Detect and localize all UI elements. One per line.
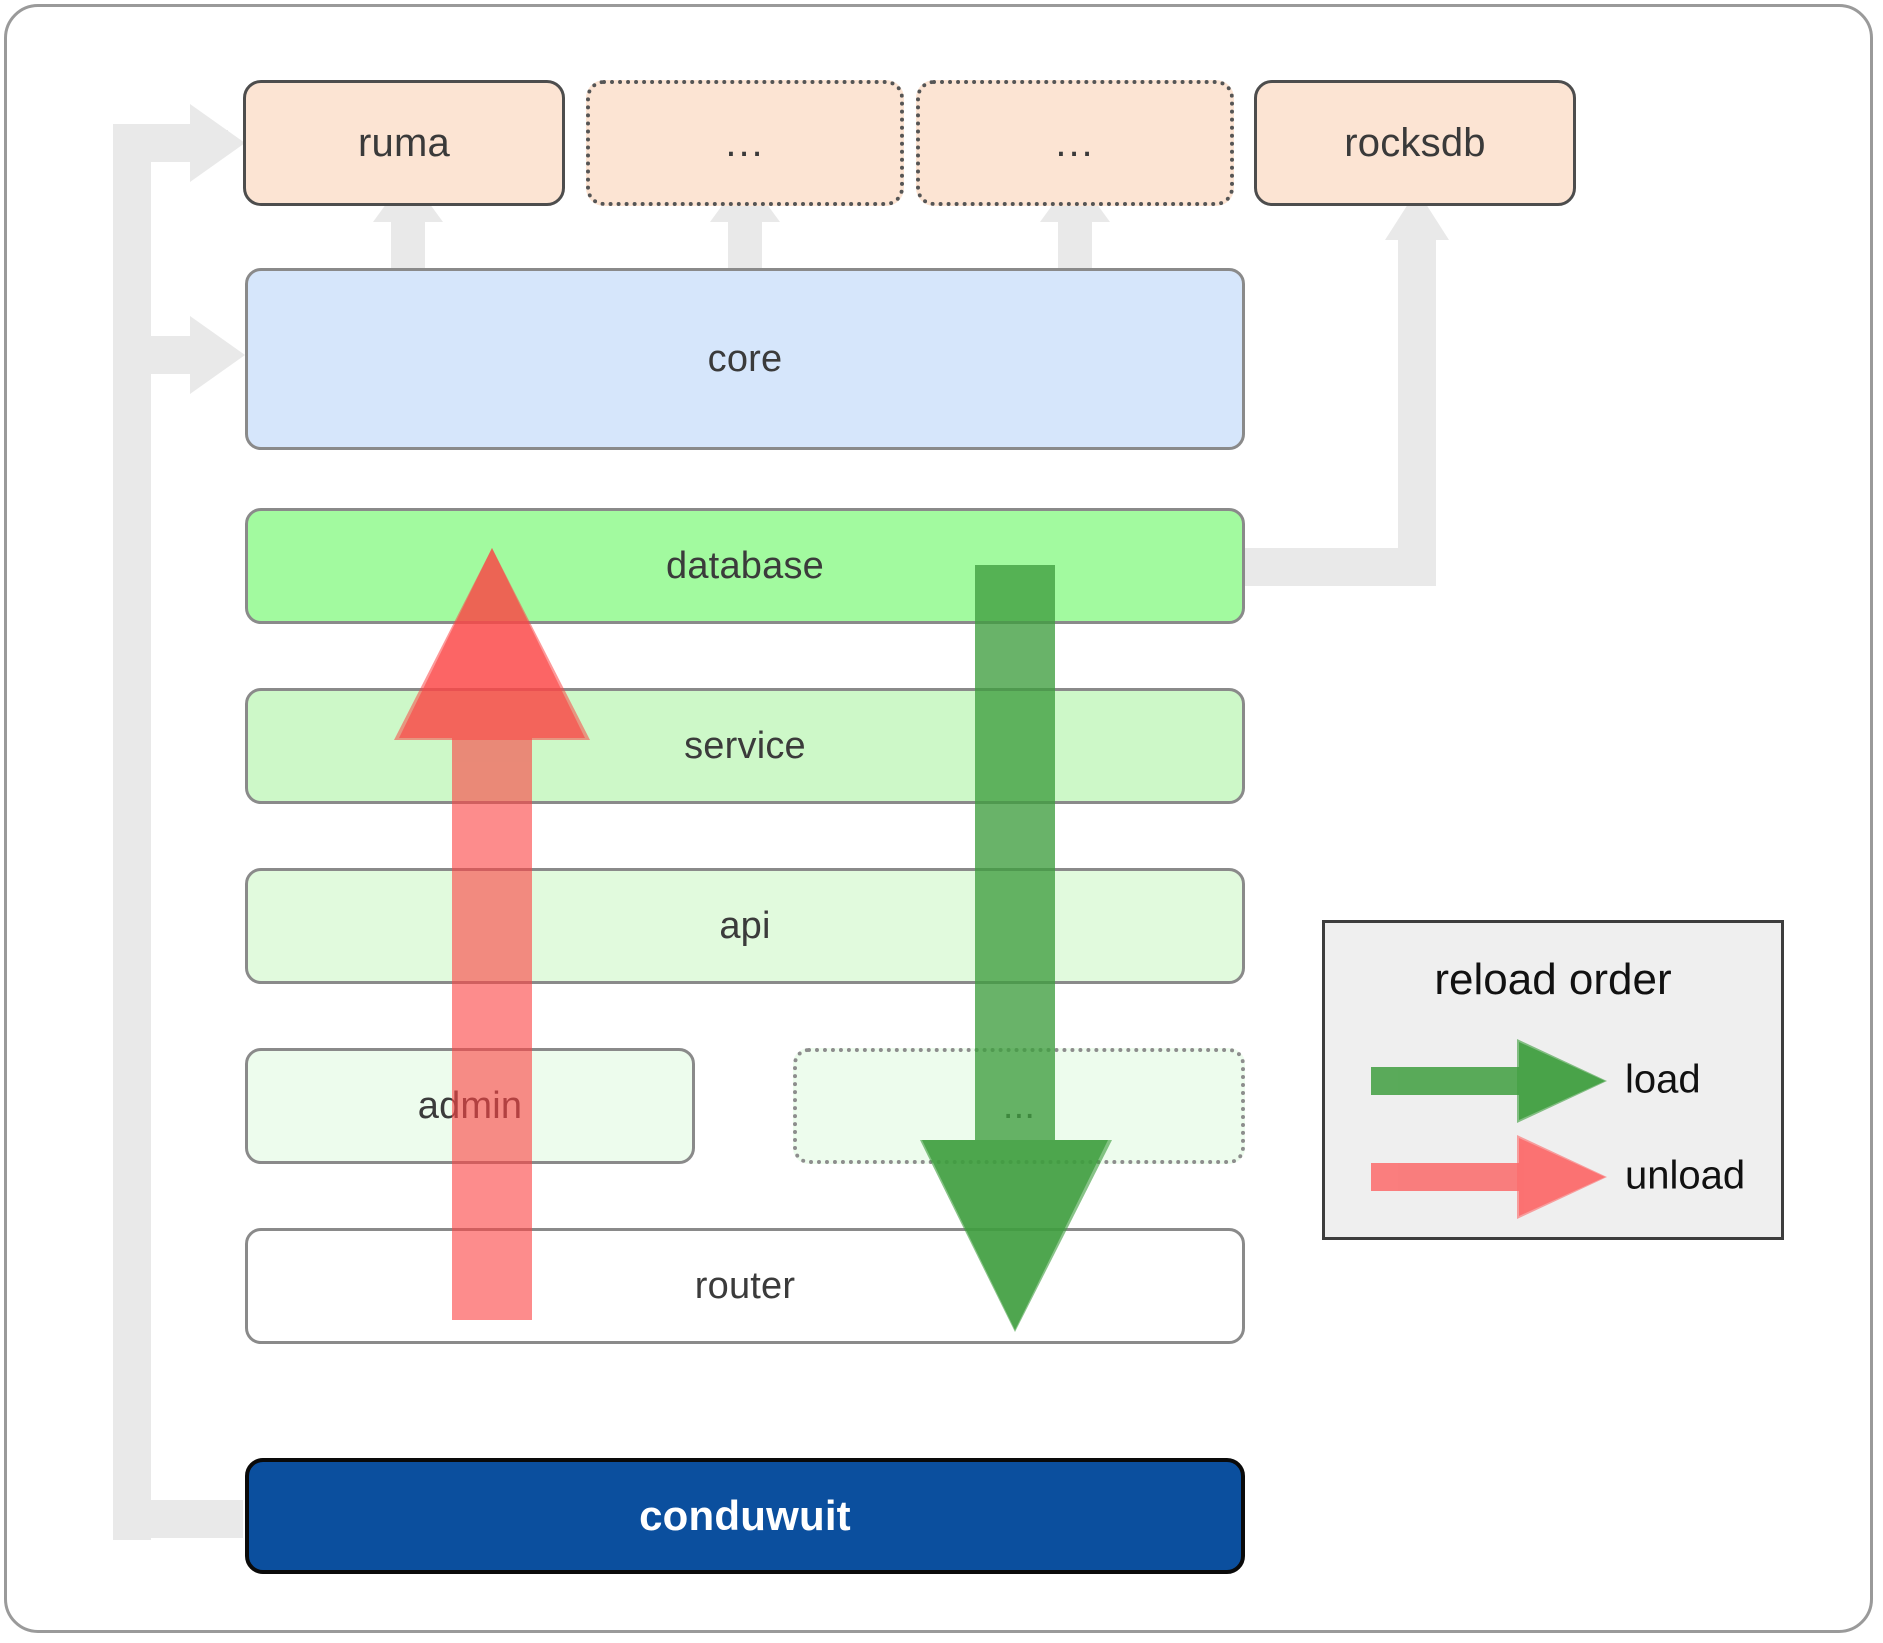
- diagram-frame: [4, 4, 1873, 1633]
- legend-item-load: load: [1325, 1039, 1787, 1123]
- root-label: conduwuit: [639, 1492, 851, 1539]
- legend-label-load: load: [1625, 1057, 1701, 1102]
- legend-label-unload: unload: [1625, 1153, 1746, 1198]
- layer-label: service: [684, 724, 806, 767]
- layer-box-ellipsis[interactable]: ...: [793, 1048, 1245, 1164]
- dependency-label: ...: [725, 120, 765, 165]
- layer-box-database[interactable]: database: [245, 508, 1245, 624]
- layer-box-admin[interactable]: admin: [245, 1048, 695, 1164]
- layer-label: router: [694, 1264, 796, 1307]
- legend-title: reload order: [1434, 955, 1672, 1004]
- dependency-label: ...: [1055, 120, 1095, 165]
- dependency-box-ellipsis-1[interactable]: ...: [586, 80, 904, 206]
- layer-box-service[interactable]: service: [245, 688, 1245, 804]
- layer-box-api[interactable]: api: [245, 868, 1245, 984]
- legend-item-unload: unload: [1325, 1135, 1787, 1219]
- dependency-box-rocksdb[interactable]: rocksdb: [1254, 80, 1576, 206]
- legend-panel: reload order load: [1322, 920, 1784, 1240]
- layer-label: ...: [1002, 1084, 1036, 1127]
- unload-arrow-icon: [1371, 1135, 1607, 1219]
- dependency-label: rocksdb: [1344, 120, 1486, 165]
- layer-label: admin: [417, 1084, 523, 1127]
- root-box-conduwuit[interactable]: conduwuit: [245, 1458, 1245, 1574]
- dependency-box-ellipsis-2[interactable]: ...: [916, 80, 1234, 206]
- load-arrow-icon: [1371, 1039, 1607, 1123]
- layer-box-core[interactable]: core: [245, 268, 1245, 450]
- layer-box-router[interactable]: router: [245, 1228, 1245, 1344]
- dependency-label: ruma: [358, 120, 450, 165]
- layer-label: database: [666, 544, 824, 587]
- dependency-box-ruma[interactable]: ruma: [243, 80, 565, 206]
- layer-label: api: [719, 904, 771, 947]
- layer-label: core: [707, 337, 783, 380]
